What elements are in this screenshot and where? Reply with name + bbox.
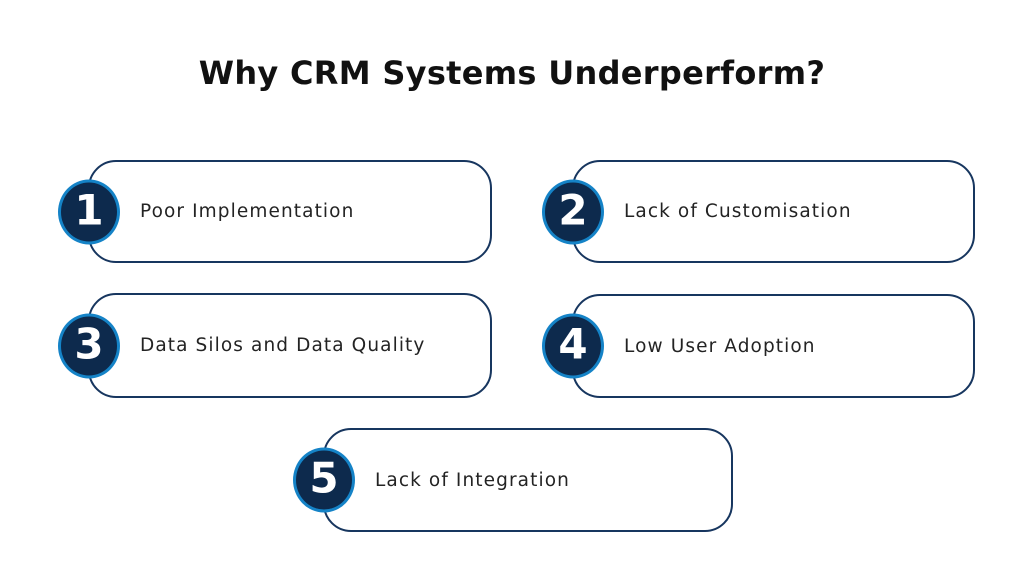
reason-label: Lack of Customisation [624,201,852,222]
step-number: 5 [309,453,339,503]
step-number-badge: 1 [58,179,120,244]
step-number: 1 [74,185,104,234]
reason-label: Low User Adoption [624,335,816,357]
reason-card-3: 3 Data Silos and Data Quality [58,293,492,398]
reason-card-4: 4 Low User Adoption [542,294,975,398]
step-number: 3 [74,319,104,368]
step-number-badge: 4 [542,313,604,379]
step-number: 2 [558,185,588,234]
step-number-badge: 2 [542,179,604,244]
step-number: 4 [558,319,588,369]
reason-card-5: 5 Lack of Integration [293,428,733,532]
reason-card-1: 1 Poor Implementation [58,160,492,263]
reason-label: Lack of Integration [375,469,570,491]
reason-card-2: 2 Lack of Customisation [542,160,975,263]
reason-label: Data Silos and Data Quality [140,335,426,356]
reason-label: Poor Implementation [140,201,355,222]
step-number-badge: 5 [293,447,355,513]
step-number-badge: 3 [58,313,120,378]
page-title: Why CRM Systems Underperform? [198,54,826,92]
